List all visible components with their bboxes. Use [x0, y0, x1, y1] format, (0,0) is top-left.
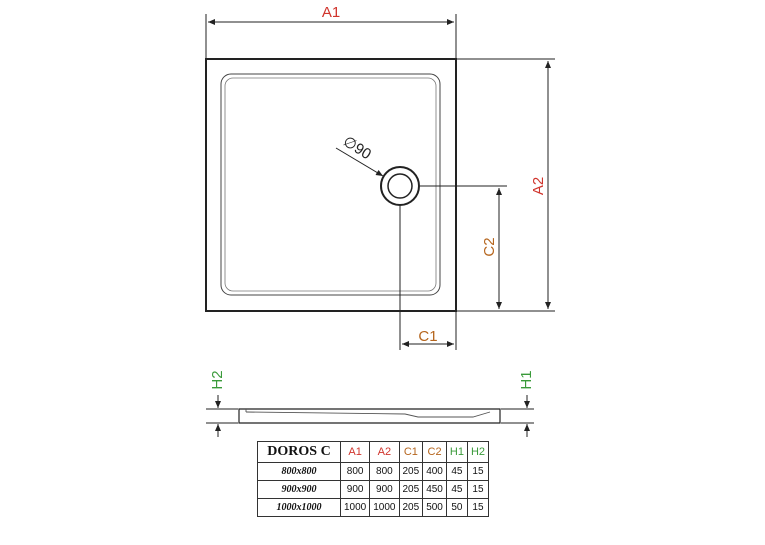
table-cell: 800	[339, 462, 371, 481]
table-size-cell: 900x900	[257, 480, 341, 499]
table-cell: 205	[398, 462, 424, 481]
tray-outer-edge	[205, 58, 457, 312]
label-a1: A1	[322, 4, 340, 21]
table-cell: 15	[466, 498, 490, 517]
table-row: 800x800 800 800 205 400 45 15	[257, 462, 490, 481]
dimension-a1: A1	[205, 4, 457, 58]
tray-inner-basin-lip	[224, 77, 437, 292]
table-cell: 50	[445, 498, 468, 517]
table-cell: 45	[445, 462, 468, 481]
table-cell: 800	[369, 462, 400, 481]
table-header-c1: C1	[398, 441, 424, 463]
table-cell: 500	[422, 498, 447, 517]
table-cell: 205	[398, 498, 424, 517]
dimension-c2: C2	[420, 185, 507, 309]
table-cell: 450	[422, 480, 447, 499]
table-size-cell: 800x800	[257, 462, 341, 481]
table-row: 1000x1000 1000 1000 205 500 50 15	[257, 498, 490, 517]
table-header-h1: H1	[445, 441, 468, 463]
table-cell: 15	[466, 480, 490, 499]
tray-inner-basin	[220, 73, 441, 296]
table-cell: 400	[422, 462, 447, 481]
tray-side-view	[238, 408, 501, 424]
label-c2: C2	[481, 237, 498, 256]
tray-top-view	[205, 58, 457, 312]
dimension-h1: H1	[501, 370, 535, 437]
table-header-h2: H2	[466, 441, 490, 463]
table-cell: 205	[398, 480, 424, 499]
table-size-cell: 1000x1000	[257, 498, 341, 517]
table-header-a2: A2	[369, 441, 400, 463]
table-header-c2: C2	[422, 441, 447, 463]
table-cell: 1000	[339, 498, 371, 517]
drain-hole	[380, 166, 420, 206]
dimension-a2: A2	[457, 58, 555, 312]
label-c1: C1	[418, 328, 437, 345]
table-model-name: DOROS C	[257, 441, 341, 463]
dimension-c1: C1	[399, 206, 457, 350]
label-drain-diameter: ∅90	[340, 133, 374, 163]
table-header-a1: A1	[339, 441, 371, 463]
table-header-row: DOROS C A1 A2 C1 C2 H1 H2	[257, 441, 490, 463]
table-cell: 45	[445, 480, 468, 499]
label-h1: H1	[518, 370, 535, 389]
table-cell: 15	[466, 462, 490, 481]
table-row: 900x900 900 900 205 450 45 15	[257, 480, 490, 499]
table-cell: 1000	[369, 498, 400, 517]
dimension-h2: H2	[206, 370, 238, 437]
drain-diameter-leader: ∅90	[335, 133, 384, 177]
table-cell: 900	[369, 480, 400, 499]
table-cell: 900	[339, 480, 371, 499]
label-a2: A2	[530, 177, 547, 195]
dimension-table: DOROS C A1 A2 C1 C2 H1 H2 800x800 800 80…	[257, 441, 490, 517]
label-h2: H2	[209, 370, 226, 389]
